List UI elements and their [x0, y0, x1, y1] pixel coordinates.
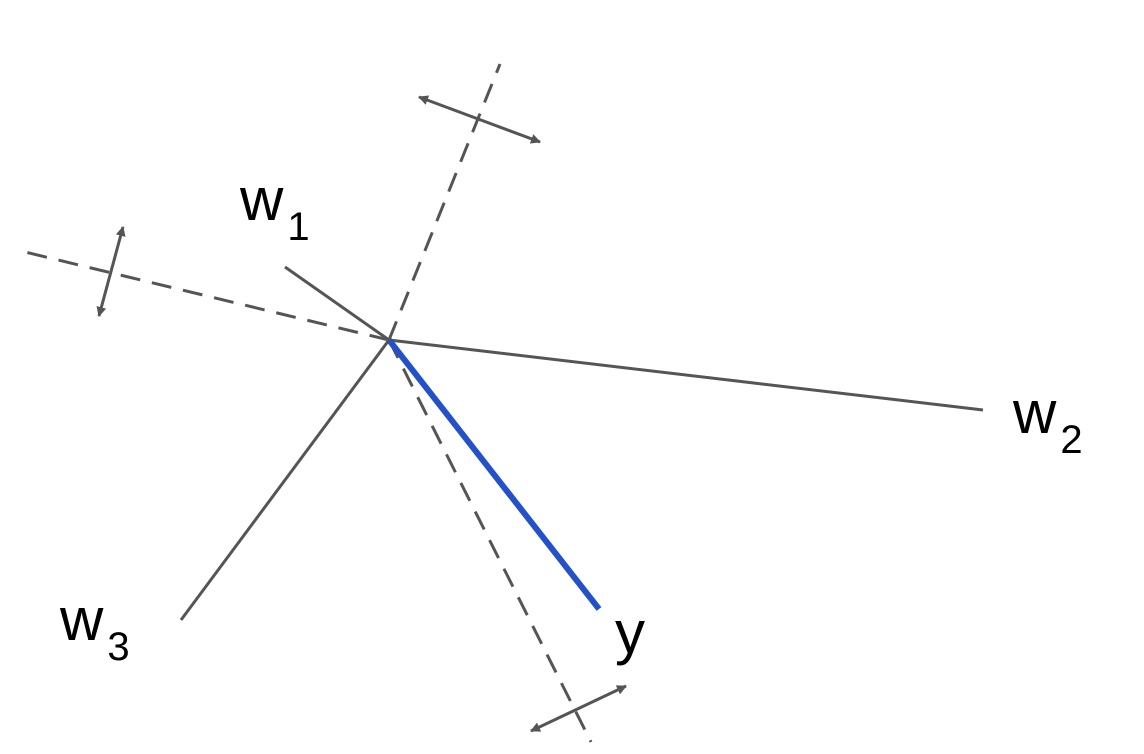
vector-w1-line	[284, 265, 390, 342]
dashed-line-up	[387, 63, 502, 341]
double-arrow-top-icon	[418, 95, 541, 144]
vector-w2-line	[388, 338, 984, 412]
double-arrow-left-icon	[96, 226, 126, 317]
dashed-line-left	[24, 250, 390, 342]
vector-w3-line	[179, 339, 391, 621]
double-arrow-bottom-icon	[530, 684, 627, 733]
vector-y-line	[386, 338, 602, 611]
label-y: y	[615, 599, 645, 666]
dashed-line-down	[387, 339, 593, 743]
